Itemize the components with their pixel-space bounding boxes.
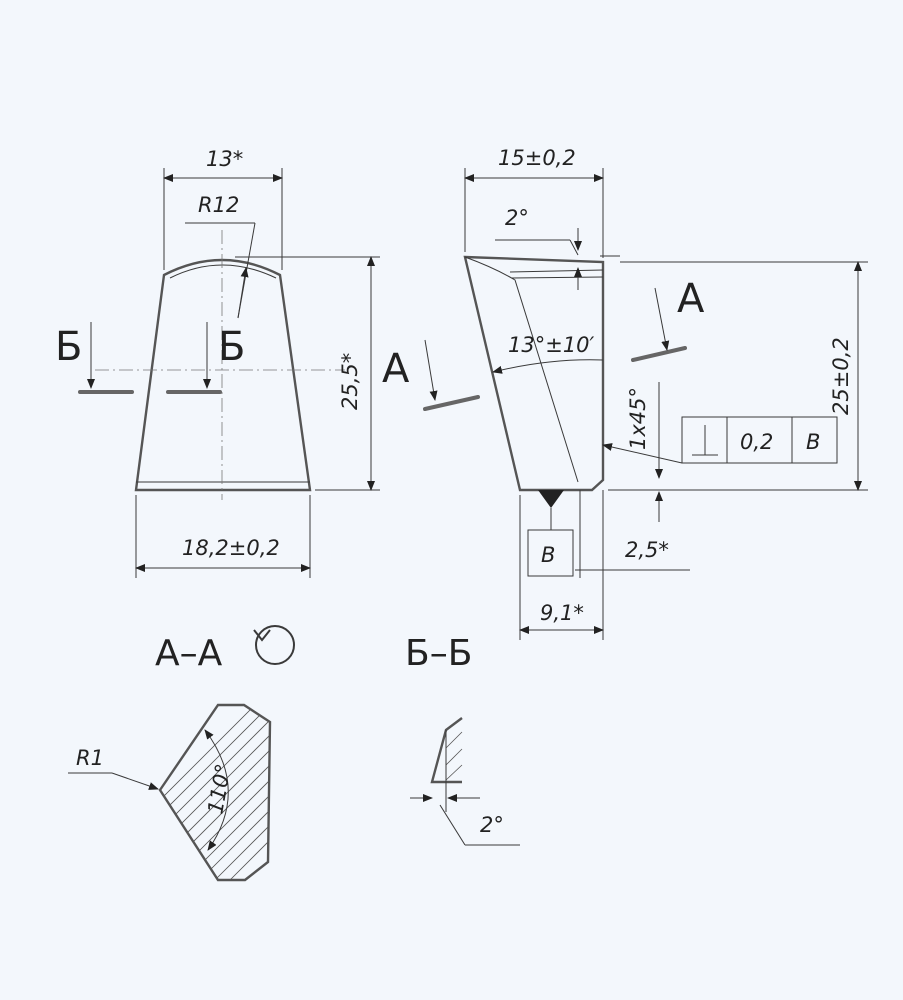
hatch-bb-1 — [445, 731, 463, 749]
dim-r12: R12 — [198, 193, 239, 217]
r12-arrow — [237, 267, 249, 319]
angle-arc-110 — [204, 729, 229, 851]
dim-25-5: 25,5* — [338, 353, 362, 410]
tolerance-frame: 0,2 В — [681, 416, 838, 464]
view-a-marker-left — [423, 395, 480, 411]
front-view: R12 13* 18,2±0,2 25,5* Б Б — [55, 147, 380, 578]
dim-110: 110° — [203, 762, 235, 816]
dim-2-5: 2,5* — [625, 538, 669, 562]
tolerance-box — [681, 416, 838, 464]
section-aa-hatch — [160, 705, 270, 880]
view-a-arrow-left — [424, 339, 438, 401]
side-inner-lines — [464, 256, 604, 483]
tolerance-value: 0,2 — [740, 430, 773, 454]
side-view: В 15±0,2 2° 13°±10′ 25±0,2 1x45° — [382, 146, 868, 640]
hatch-bb-2 — [445, 748, 463, 766]
dim-chamfer: 1x45° — [626, 387, 650, 450]
arrow-r1 — [111, 772, 159, 790]
view-a-marker-right — [631, 346, 687, 362]
datum-label: В — [541, 543, 555, 567]
rotated-view-icon — [253, 625, 295, 665]
label-a-right: А — [677, 276, 705, 322]
arc-13deg — [492, 359, 604, 374]
front-inner-line — [136, 264, 310, 483]
section-aa-outline — [158, 703, 272, 882]
dim-bb-2deg: 2° — [480, 813, 504, 837]
label-b-mid: Б — [218, 324, 245, 370]
label-b-left: Б — [55, 324, 82, 370]
section-a-a: 110° R1 — [68, 703, 272, 882]
datum-box — [527, 529, 574, 577]
tolerance-leader — [602, 443, 683, 464]
section-b-b: 2° — [410, 717, 520, 846]
side-outline — [463, 255, 605, 492]
dim-25: 25±0,2 — [829, 337, 853, 415]
bb-leader — [439, 804, 466, 846]
section-bb-outline — [430, 717, 463, 784]
hatch-bb-3 — [445, 764, 463, 781]
dim-9-1: 9,1* — [540, 601, 584, 625]
leader-2deg-b — [569, 239, 579, 256]
view-a-arrow-right — [654, 287, 670, 351]
datum-triangle — [538, 490, 564, 508]
front-outline — [134, 258, 312, 492]
dim-13: 13* — [206, 147, 243, 171]
title-a-a: А–А — [155, 633, 223, 674]
dim-2deg: 2° — [505, 206, 529, 230]
title-b-b: Б–Б — [405, 633, 472, 674]
dim-13deg: 13°±10′ — [508, 333, 595, 357]
dim-r1: R1 — [76, 746, 104, 770]
dim-15: 15±0,2 — [498, 146, 576, 170]
tolerance-datum: В — [806, 430, 820, 454]
label-a-left: А — [382, 346, 410, 392]
dim-18-2: 18,2±0,2 — [182, 536, 280, 560]
